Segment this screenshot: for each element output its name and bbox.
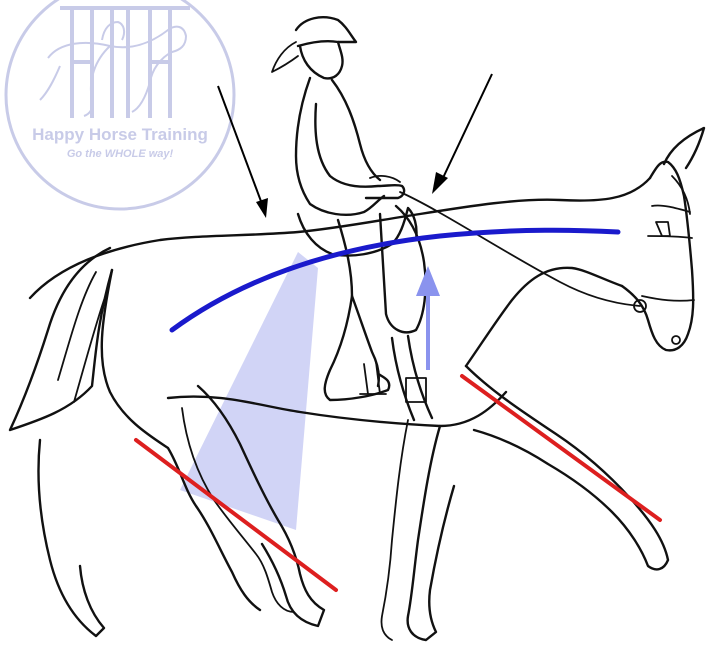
horse-ear xyxy=(664,128,704,168)
lift-arrow-icon xyxy=(416,266,440,370)
rider-face xyxy=(300,42,343,78)
topline-arc xyxy=(172,230,618,330)
horse-neckline xyxy=(466,268,622,366)
stirrup xyxy=(360,362,386,394)
pointer-arrow-icon xyxy=(218,86,268,218)
rider-torso xyxy=(296,78,384,215)
hind-leg-far xyxy=(38,440,104,636)
rider-arm xyxy=(315,104,404,198)
fore-leg-far-inner xyxy=(381,420,408,640)
logo-emblem-icon xyxy=(40,8,190,118)
horse-nostril xyxy=(672,336,680,344)
logo-title: Happy Horse Training xyxy=(32,125,208,144)
logo-watermark: Happy Horse Training Go the WHOLE way! xyxy=(6,0,234,209)
fore-leg-line xyxy=(462,376,660,520)
fore-leg-near xyxy=(466,366,668,569)
rider-back xyxy=(332,80,380,180)
horse-tail xyxy=(10,248,112,430)
rider-hand xyxy=(370,176,400,182)
fore-leg-far xyxy=(408,426,454,640)
rider-helmet xyxy=(296,17,356,46)
rider-hair xyxy=(272,42,298,72)
horse-outline xyxy=(10,128,704,640)
logo-tagline: Go the WHOLE way! xyxy=(67,148,174,160)
logo-ring xyxy=(6,0,234,209)
pointer-arrow-icon xyxy=(432,74,492,194)
